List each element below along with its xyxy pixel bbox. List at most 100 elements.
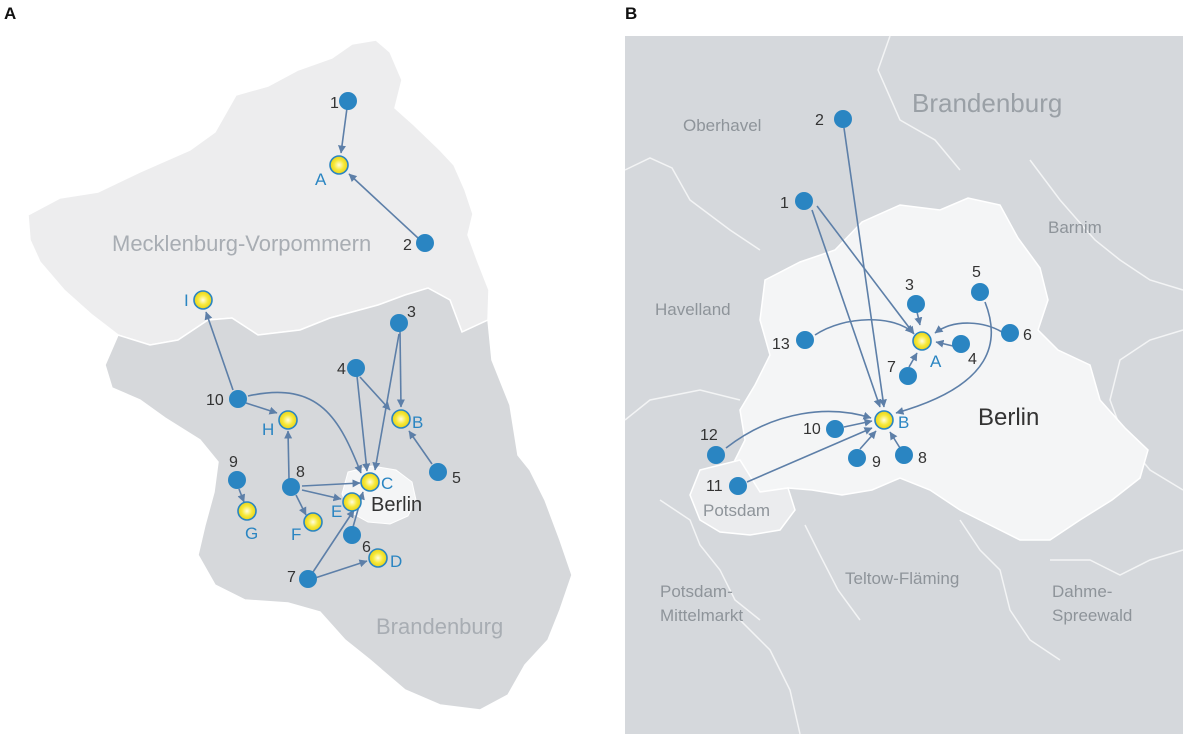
arrow-b7 [908,352,918,368]
arrow-a4 [359,376,391,411]
arrow-b8 [889,431,901,449]
panel-b-source-labels: 1 2 3 4 5 6 7 8 9 10 11 12 13 [700,112,1032,495]
panel-b-map [624,35,1184,735]
arrow-a10h [245,402,278,415]
source-a4-label: 4 [337,361,346,378]
panel-a-map [27,39,573,711]
arrow-b3 [914,311,923,326]
arrow-a8f [295,494,307,516]
panel-b-label: B [625,4,638,23]
arrow-b5 [895,301,993,415]
source-b1-label: 1 [780,195,789,212]
source-b9 [848,449,866,467]
arrow-b6 [934,322,1003,334]
berlin-label: Berlin [371,494,422,516]
source-b3-label: 3 [905,277,914,294]
source-b12-label: 12 [700,427,718,444]
site-a-G [237,501,257,521]
potsdam-mittelmark-label-2: Mittelmarkt [660,606,743,625]
source-a2-label: 2 [403,237,412,254]
source-a7 [299,570,317,588]
site-a-B [391,409,411,429]
site-a-I-label: I [184,291,189,310]
source-b8-label: 8 [918,450,927,467]
panel-b-berlin-label: Berlin [978,404,1039,431]
panel-a-arrows [204,107,433,579]
arrow-b13 [814,318,914,336]
source-b13-label: 13 [772,336,790,353]
arrow-a3 [396,330,405,408]
arrow-b1a [816,205,915,335]
arrow-a10i [204,311,234,391]
source-b10 [826,420,844,438]
arrow-b12 [725,410,872,449]
arrow-a7d [314,559,368,579]
arrow-b4 [935,339,954,348]
source-a6 [343,526,361,544]
source-a5 [429,463,447,481]
dahme-spreewald-label-1: Dahme- [1052,582,1112,601]
panel-b-arrows [725,127,1003,483]
arrow-a4c [356,375,371,472]
arrow-a1 [338,107,348,154]
barnim-label: Barnim [1048,218,1102,237]
source-a3 [390,314,408,332]
site-a-H-label: H [262,420,274,439]
site-a-C-label: C [381,474,393,493]
source-b2-label: 2 [815,112,824,129]
source-a7-label: 7 [287,569,296,586]
source-b7 [899,367,917,385]
dahme-spreewald-label-2: Spreewald [1052,606,1132,625]
arrow-b9 [859,430,877,450]
arrow-a3c [372,333,400,471]
arrow-a5 [408,430,433,465]
arrow-a8c [301,479,361,488]
site-b-A [912,331,932,351]
arrow-a7e [312,509,355,573]
site-a-D [368,548,388,568]
source-b4-label: 4 [968,351,977,368]
arrow-b11 [746,427,873,483]
panel-a-sites [193,155,411,568]
source-a2 [416,234,434,252]
panel-b-sites [874,331,932,430]
source-a10 [229,390,247,408]
site-a-F [303,512,323,532]
panel-b-brandenburg-label: Brandenburg [912,88,1062,118]
source-a3-label: 3 [407,304,416,321]
arrow-a2 [348,173,419,239]
potsdam-district [689,459,796,536]
potsdam-label: Potsdam [703,501,770,520]
panel-a-label: A [4,4,17,23]
source-b6-label: 6 [1023,327,1032,344]
site-a-C [360,472,380,492]
panel-a-sources [228,92,447,588]
site-a-F-label: F [291,525,301,544]
source-b7-label: 7 [887,359,896,376]
panel-a-source-labels: 1 2 3 4 5 6 7 8 9 10 [206,95,461,586]
site-a-H [278,410,298,430]
source-a4 [347,359,365,377]
brandenburg-label: Brandenburg [376,614,503,639]
source-a5-label: 5 [452,470,461,487]
source-b3 [907,295,925,313]
source-a1-label: 1 [330,95,339,112]
site-a-D-label: D [390,552,402,571]
source-b8 [895,446,913,464]
source-b5 [971,283,989,301]
site-b-B [874,410,894,430]
source-b4 [952,335,970,353]
teltow-flaeming-label: Teltow-Fläming [845,569,959,588]
site-a-I [193,290,213,310]
arrow-a8e [301,489,342,502]
source-b1 [795,192,813,210]
site-a-E-label: E [331,502,342,521]
source-a6-label: 6 [362,539,371,556]
site-b-A-label: A [930,352,942,371]
panel-a-site-labels: A B C D E F G H I [184,170,423,571]
arrow-b10 [843,418,873,428]
site-a-E [342,492,362,512]
arrow-a8h [284,430,293,480]
source-b11-label: 11 [706,478,723,495]
